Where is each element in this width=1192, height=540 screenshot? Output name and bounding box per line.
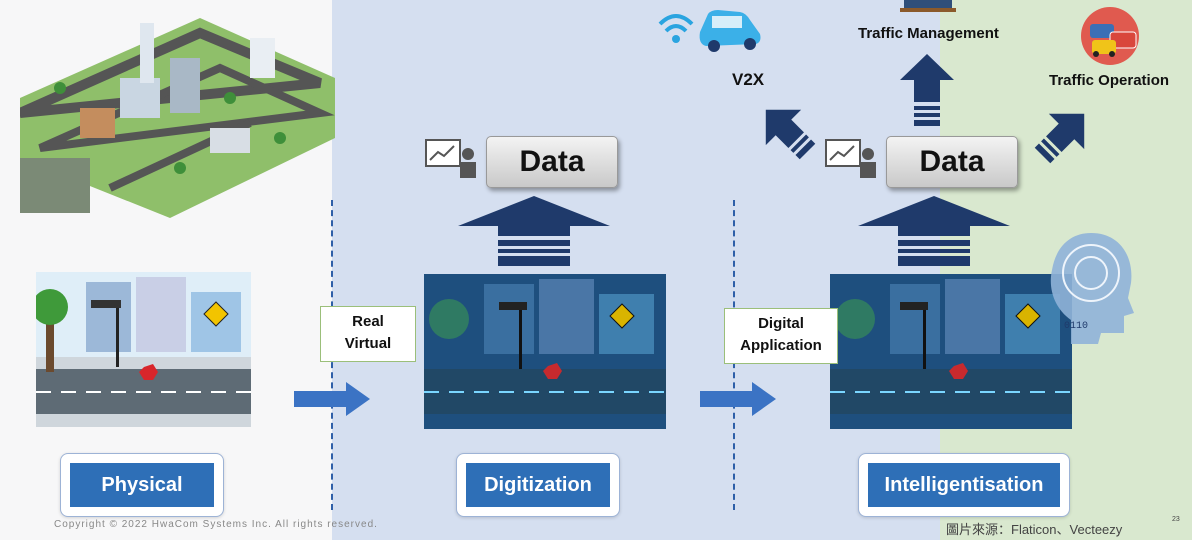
stage-intelligentisation-label: Intelligentisation — [868, 463, 1060, 507]
flow-arrow-2 — [700, 382, 776, 416]
traffic-management-icon — [900, 0, 956, 12]
real-virtual-note: Real Virtual — [320, 306, 416, 362]
data-box-intelligentisation: Data — [886, 136, 1018, 188]
digital-application-note: Digital Application — [724, 308, 838, 364]
digital-zone — [332, 0, 940, 540]
up-arrow-data-2 — [858, 196, 1010, 266]
real-label: Real — [352, 313, 384, 330]
copyright-text: Copyright © 2022 HwaCom Systems Inc. All… — [54, 519, 378, 530]
application-label: Application — [740, 337, 822, 354]
isometric-city-illustration — [20, 18, 335, 218]
stage-physical-label: Physical — [70, 463, 214, 507]
diagonal-arrow-traffic-operation — [1034, 113, 1085, 164]
analyst-chart-icon — [425, 139, 476, 178]
street-scene-physical — [36, 272, 251, 427]
image-credit: 圖片來源：Flaticon、Vecteezy — [946, 522, 1123, 537]
street-scene-digital — [424, 274, 666, 429]
stage-physical-card: Physical — [60, 453, 224, 517]
flow-arrow-1 — [294, 382, 370, 416]
v2x-label: V2X — [732, 70, 765, 89]
virtual-label: Virtual — [344, 335, 392, 352]
wifi-car-icon — [658, 10, 761, 52]
street-scene-intelligent — [830, 274, 1072, 429]
data-box-digitization: Data — [486, 136, 618, 188]
traffic-management-label: Traffic Management — [858, 25, 999, 42]
stage-intelligentisation-card: Intelligentisation — [858, 453, 1070, 517]
traffic-operation-icon — [1081, 7, 1139, 65]
stage-digitization-card: Digitization — [456, 453, 620, 517]
up-arrow-data-1 — [458, 196, 610, 266]
svg-text:0110: 0110 — [1064, 321, 1088, 332]
page-number: 23 — [1172, 516, 1180, 523]
analyst-chart-icon — [825, 139, 876, 178]
digital-label: Digital — [758, 315, 804, 332]
traffic-operation-label: Traffic Operation — [1049, 72, 1170, 89]
diagonal-arrow-v2x — [765, 109, 816, 160]
ai-brain-icon: 0110 — [1050, 233, 1134, 344]
up-arrow-traffic-management — [900, 54, 954, 126]
stage-digitization-label: Digitization — [466, 463, 610, 507]
